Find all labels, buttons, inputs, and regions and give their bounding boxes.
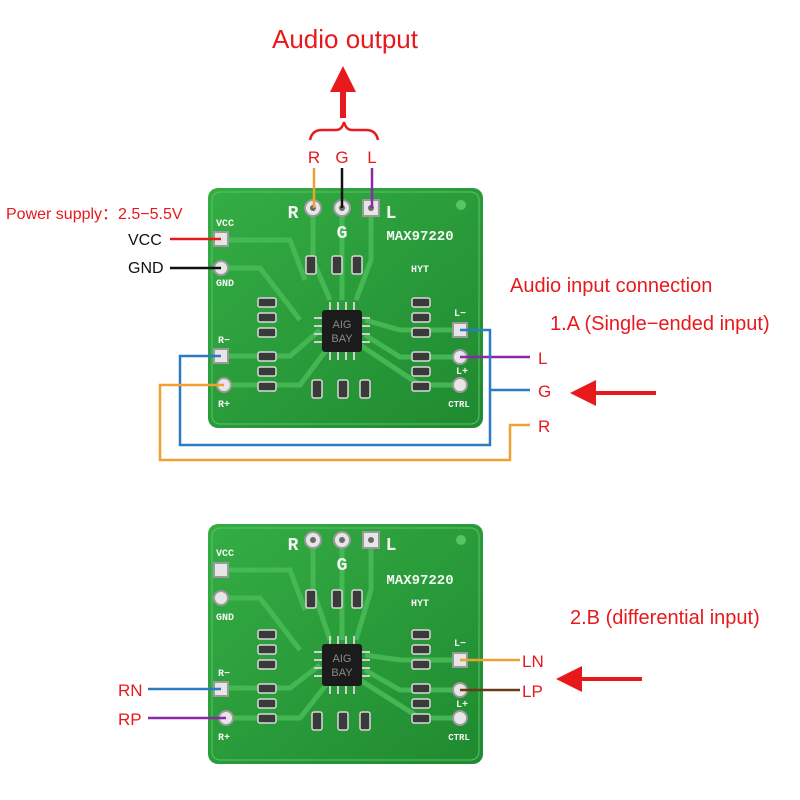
silk-l-top: L — [386, 204, 397, 224]
output-brace — [308, 121, 380, 141]
silk-rplus-bottom: R+ — [218, 733, 230, 744]
power-supply-label: Power supply：2.5−5.5V — [6, 206, 183, 223]
chip-marking-line2-bottom: BAY — [331, 667, 353, 679]
output-label-g: G — [335, 148, 348, 167]
output-label-l: L — [367, 148, 376, 167]
audio-output-title: Audio output — [272, 24, 419, 54]
silk-rminus-bottom: R− — [218, 669, 230, 680]
silk-gnd-bottom: GND — [216, 613, 234, 624]
input-a-label-r: R — [538, 417, 550, 436]
output-wires — [312, 168, 374, 208]
silk-g-bottom: G — [337, 556, 348, 576]
silk-lminus-top: L− — [454, 309, 466, 320]
silk-model-bottom: MAX97220 — [386, 573, 453, 589]
pcb-board-top: AIG BAY R G L MAX97220 HYT VCC GND R− R+… — [208, 188, 483, 428]
input-a-label-l: L — [538, 349, 547, 368]
silk-vcc-top: VCC — [216, 219, 234, 230]
mode-a-label: 1.A (Single−ended input) — [550, 313, 770, 335]
silk-l-bottom: L — [386, 536, 397, 556]
input-a-wires — [158, 328, 530, 462]
chip-marking-line1: AIG — [333, 319, 352, 331]
output-label-r: R — [308, 148, 320, 167]
silk-vcc-bottom: VCC — [216, 549, 234, 560]
mode-b-label: 2.B (differential input) — [570, 607, 760, 629]
gnd-label: GND — [128, 260, 164, 277]
chip-marking-line2: BAY — [331, 333, 353, 345]
input-b-arrow — [556, 666, 642, 692]
input-b-label-lp: LP — [522, 682, 543, 701]
silk-rplus-top: R+ — [218, 400, 230, 411]
input-b-label-ln: LN — [522, 652, 544, 671]
silk-g-top: G — [337, 224, 348, 244]
pcb-board-bottom: AIG BAY R G L MAX97220 HYT VCC GND R− R+… — [208, 524, 483, 764]
input-a-arrow — [570, 380, 656, 406]
input-b-label-rp: RP — [118, 710, 142, 729]
audio-input-title: Audio input connection — [510, 275, 712, 297]
silk-lminus-bottom: L− — [454, 639, 466, 650]
silk-ctrl-bottom: CTRL — [448, 733, 470, 743]
input-a-label-g: G — [538, 382, 551, 401]
silk-lplus-top: L+ — [456, 367, 468, 378]
silk-subtext-bottom: HYT — [411, 599, 429, 610]
silk-rminus-top: R− — [218, 336, 230, 347]
silk-gnd-top: GND — [216, 279, 234, 290]
silk-model-top: MAX97220 — [386, 229, 453, 245]
silk-r-bottom: R — [288, 536, 299, 556]
vcc-label: VCC — [128, 232, 162, 249]
silk-r-top: R — [288, 204, 299, 224]
input-b-label-rn: RN — [118, 681, 143, 700]
input-b-wires — [148, 658, 520, 720]
silk-subtext-top: HYT — [411, 265, 429, 276]
chip-marking-line1-bottom: AIG — [333, 653, 352, 665]
audio-output-arrow — [330, 66, 356, 118]
silk-lplus-bottom: L+ — [456, 700, 468, 711]
silk-ctrl-top: CTRL — [448, 400, 470, 410]
